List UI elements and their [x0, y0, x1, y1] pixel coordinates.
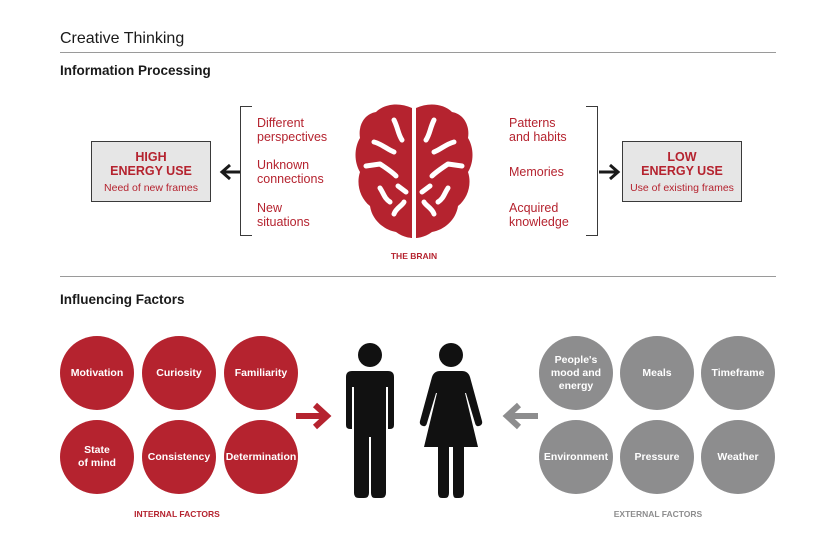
high-energy-title-line1: HIGH [135, 149, 167, 164]
section-title-influencing-factors: Influencing Factors [60, 292, 185, 307]
internal-factors-label: INTERNAL FACTORS [134, 509, 220, 519]
internal-factor-motivation: Motivation [60, 336, 134, 410]
external-factor-pressure: Pressure [620, 420, 694, 494]
brain-label: THE BRAIN [390, 251, 438, 261]
arrow-right-red-icon [296, 402, 332, 430]
woman-icon [419, 343, 483, 498]
high-energy-title-line2: ENERGY USE [110, 163, 192, 178]
page-title: Creative Thinking [60, 30, 185, 47]
external-factors-label: EXTERNAL FACTORS [613, 509, 703, 519]
right-item-2: Memories [509, 165, 564, 179]
high-energy-box: HIGH ENERGY USE Need of new frames [91, 141, 211, 202]
arrow-right-icon [599, 163, 621, 181]
internal-factor-consistency: Consistency [142, 420, 216, 494]
arrow-left-gray-icon [502, 402, 538, 430]
man-icon [346, 343, 394, 498]
right-item-3: Acquired knowledge [509, 201, 569, 229]
external-factor-peoples-mood: People's mood and energy [539, 336, 613, 410]
arrow-left-icon [219, 163, 241, 181]
left-bracket [240, 106, 252, 236]
left-item-2: Unknown connections [257, 158, 324, 186]
external-factor-environment: Environment [539, 420, 613, 494]
low-energy-box: LOW ENERGY USE Use of existing frames [622, 141, 742, 202]
external-factor-timeframe: Timeframe [701, 336, 775, 410]
low-energy-subtitle: Use of existing frames [630, 181, 734, 194]
external-factor-weather: Weather [701, 420, 775, 494]
left-item-1: Different perspectives [257, 116, 328, 144]
internal-factor-determination: Determination [224, 420, 298, 494]
divider-top [60, 52, 776, 53]
internal-factor-familiarity: Familiarity [224, 336, 298, 410]
right-item-1: Patterns and habits [509, 116, 567, 144]
brain-icon [355, 104, 473, 238]
left-item-3: New situations [257, 201, 310, 229]
low-energy-title-line1: LOW [667, 149, 697, 164]
right-bracket [586, 106, 598, 236]
low-energy-title-line2: ENERGY USE [641, 163, 723, 178]
internal-factor-state-of-mind: State of mind [60, 420, 134, 494]
external-factor-meals: Meals [620, 336, 694, 410]
divider-middle [60, 276, 776, 277]
high-energy-subtitle: Need of new frames [104, 181, 198, 194]
section-title-information-processing: Information Processing [60, 63, 211, 78]
internal-factor-curiosity: Curiosity [142, 336, 216, 410]
